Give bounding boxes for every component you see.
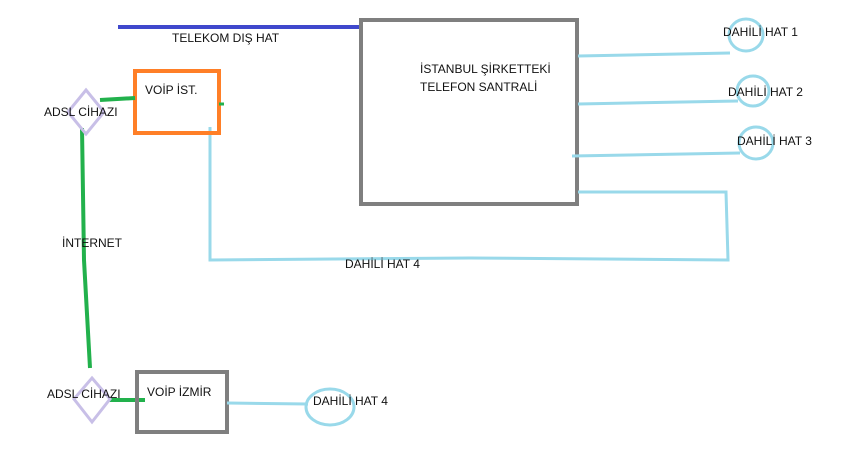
santral-box [359, 18, 579, 206]
dahili-3-line [571, 151, 741, 158]
santral-label-line1: İSTANBUL ŞİRKETTEKİ [420, 62, 551, 76]
santral-label-line2: TELEFON SANTRALİ [420, 80, 537, 94]
adsl-bottom-diamond [72, 375, 112, 425]
dahili-2-line [577, 99, 739, 106]
voip-izmir-box [135, 370, 229, 434]
dahili-4-loop-label: DAHİLİ HAT 4 [345, 257, 420, 271]
dahili-4-loop-line [208, 127, 730, 262]
dahili-2-label: DAHİLİ HAT 2 [728, 85, 803, 99]
dahili-3-phone [737, 125, 775, 161]
adsl-top-label: ADSL CİHAZI [44, 105, 118, 119]
dahili-2-phone [735, 74, 771, 108]
dahili-3-label: DAHİLİ HAT 3 [737, 134, 812, 148]
voip-ist-box [133, 69, 221, 135]
adsl-top-diamond [66, 87, 106, 137]
dahili-1-line [577, 51, 731, 58]
internet-label: İNTERNET [62, 236, 123, 250]
voip-ist-label: VOİP İST. [145, 83, 197, 97]
dahili-4-izmir-phone [304, 387, 356, 427]
internet-line [80, 127, 92, 369]
voip-izmir-label: VOİP İZMİR [147, 385, 212, 399]
dahili-4-izmir-label: DAHİLİ HAT 4 [313, 394, 388, 408]
dahili-1-phone [727, 17, 765, 53]
dahili-1-label: DAHİLİ HAT 1 [723, 25, 798, 39]
telekom-label: TELEKOM DIŞ HAT [172, 31, 280, 45]
adsl-top-link [99, 96, 136, 102]
dahili-4-izmir-line [226, 401, 309, 406]
adsl-bottom-label: ADSL CİHAZI [47, 387, 121, 401]
